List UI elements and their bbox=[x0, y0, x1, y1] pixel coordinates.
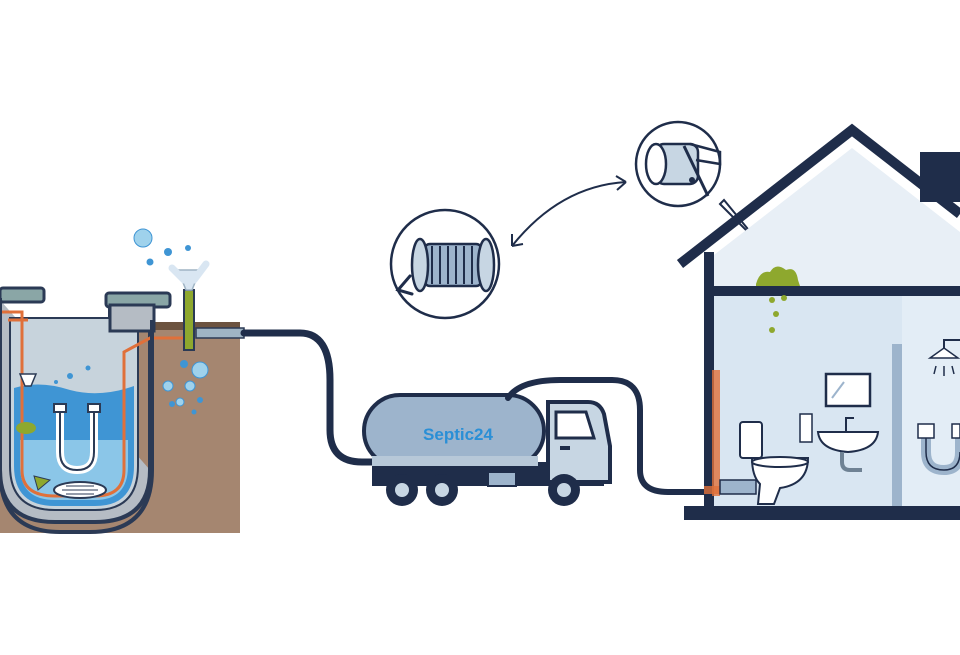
sink-icon bbox=[816, 417, 880, 472]
vent-pipe bbox=[133, 228, 210, 415]
u-trap-pipe-icon bbox=[917, 423, 960, 476]
truck-tank bbox=[362, 393, 546, 469]
suction-hose-left bbox=[240, 329, 382, 466]
chimney bbox=[920, 152, 960, 202]
mold-spots bbox=[756, 266, 800, 333]
drain-cleaning-machine-icon bbox=[389, 208, 501, 320]
tank-lid-left bbox=[0, 286, 46, 304]
pipe-camera-icon bbox=[634, 120, 722, 208]
mirror-icon bbox=[824, 372, 872, 408]
truck-label: Septic24 bbox=[423, 425, 493, 444]
house bbox=[676, 123, 960, 520]
shower-icon bbox=[927, 339, 960, 376]
toilet-icon bbox=[739, 421, 810, 505]
septic-truck: Septic24 bbox=[362, 377, 725, 506]
connection-arrow bbox=[511, 181, 627, 247]
toilet-paper-icon bbox=[799, 413, 813, 443]
truck-wheels bbox=[386, 474, 580, 506]
septic-tank-icon bbox=[0, 286, 240, 534]
